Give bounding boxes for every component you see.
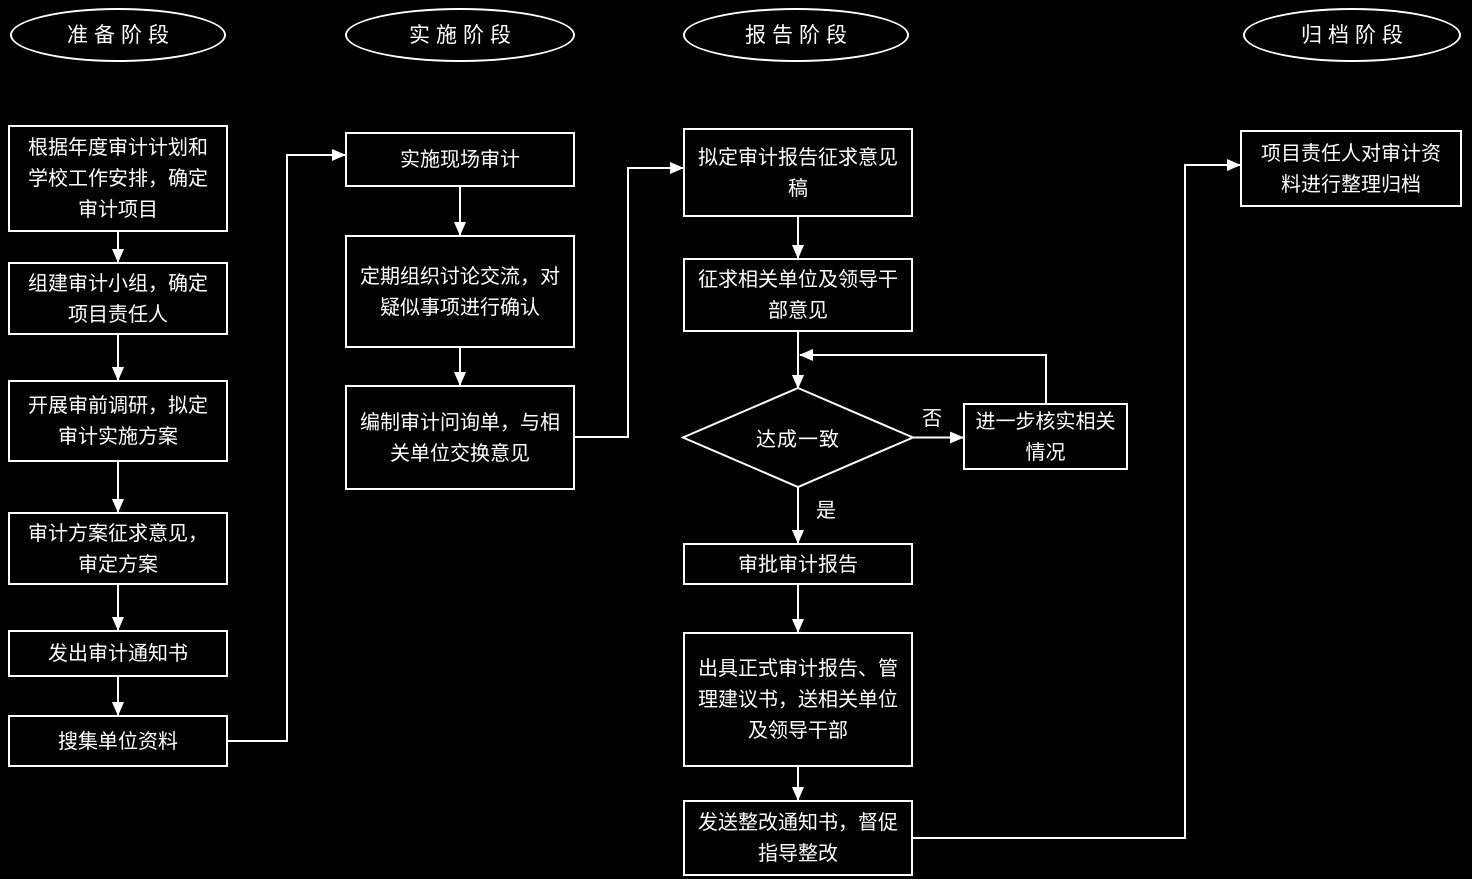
node-approve-audit-report: 审批审计报告 — [683, 543, 913, 585]
node-onsite-audit: 实施现场审计 — [345, 132, 575, 187]
node-label: 出具正式审计报告、管理建议书，送相关单位及领导干部 — [698, 656, 898, 742]
node-archive-audit-materials: 项目责任人对审计资料进行整理归档 — [1240, 130, 1462, 207]
branch-label-yes: 是 — [816, 498, 836, 522]
phase-header-label: 实施阶段 — [409, 22, 517, 47]
phase-header-label: 归档阶段 — [1301, 22, 1409, 47]
node-label: 根据年度审计计划和学校工作安排，确定审计项目 — [28, 135, 208, 221]
node-rectification-notice: 发送整改通知书，督促指导整改 — [683, 800, 913, 876]
node-label: 实施现场审计 — [400, 147, 520, 171]
node-label: 审计方案征求意见，审定方案 — [28, 520, 208, 576]
phase-header-reporting: 报告阶段 — [683, 8, 909, 62]
node-form-audit-team: 组建审计小组，确定项目责任人 — [8, 262, 228, 335]
node-further-verify: 进一步核实相关情况 — [963, 403, 1128, 470]
node-collect-unit-materials: 搜集单位资料 — [8, 715, 228, 767]
phase-header-archiving: 归档阶段 — [1243, 8, 1461, 62]
node-label: 定期组织讨论交流，对疑似事项进行确认 — [360, 263, 560, 319]
node-audit-inquiry-form: 编制审计问询单，与相关单位交换意见 — [345, 385, 575, 490]
phase-header-label: 准备阶段 — [67, 22, 175, 47]
node-label: 开展审前调研，拟定审计实施方案 — [28, 393, 208, 448]
node-review-audit-plan: 审计方案征求意见，审定方案 — [8, 512, 228, 585]
node-label: 搜集单位资料 — [58, 728, 178, 753]
node-pre-audit-research: 开展审前调研，拟定审计实施方案 — [8, 380, 228, 462]
node-determine-audit-project: 根据年度审计计划和学校工作安排，确定审计项目 — [8, 125, 228, 232]
node-label: 进一步核实相关情况 — [975, 408, 1116, 464]
node-draft-audit-report: 拟定审计报告征求意见稿 — [683, 128, 913, 217]
node-issue-audit-notice: 发出审计通知书 — [8, 630, 228, 677]
phase-header-implementation: 实施阶段 — [345, 8, 575, 62]
node-discussion-confirm: 定期组织讨论交流，对疑似事项进行确认 — [345, 235, 575, 348]
branch-label-no: 否 — [922, 406, 942, 430]
node-label: 编制审计问询单，与相关单位交换意见 — [360, 409, 560, 465]
node-label: 发出审计通知书 — [48, 641, 188, 665]
node-solicit-opinions: 征求相关单位及领导干部意见 — [683, 258, 913, 332]
node-issue-formal-report: 出具正式审计报告、管理建议书，送相关单位及领导干部 — [683, 632, 913, 767]
phase-header-label: 报告阶段 — [745, 22, 853, 47]
decision-label: 达成一致 — [756, 427, 840, 451]
node-label: 征求相关单位及领导干部意见 — [698, 267, 898, 322]
node-label: 审批审计报告 — [738, 551, 858, 576]
node-label: 组建审计小组，确定项目责任人 — [28, 270, 208, 326]
node-label: 拟定审计报告征求意见稿 — [698, 144, 898, 200]
node-label: 发送整改通知书，督促指导整改 — [698, 810, 898, 865]
phase-header-preparation: 准备阶段 — [10, 8, 226, 62]
decision-consensus: 达成一致 — [683, 388, 913, 487]
node-label: 项目责任人对审计资料进行整理归档 — [1261, 140, 1441, 196]
